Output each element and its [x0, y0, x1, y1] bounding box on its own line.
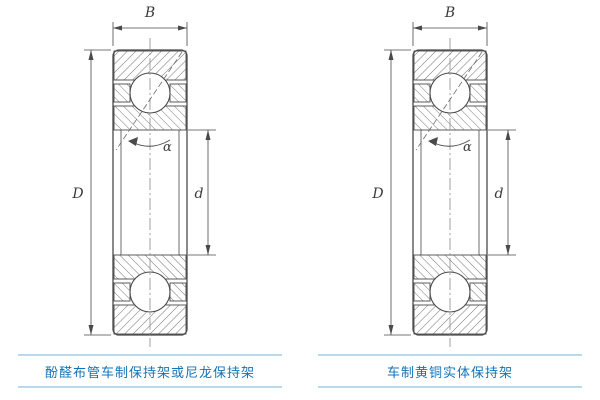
caption-rule-bottom: [318, 386, 582, 388]
contact-angle-label: α: [463, 140, 472, 155]
cage-section-top-left: [413, 83, 431, 103]
cage-section-top-left: [113, 83, 131, 103]
dimension-B: [412, 22, 488, 46]
bearing-diagram-left: α B D: [71, 5, 216, 347]
ball-bottom: [129, 271, 171, 313]
dimension-d: [488, 129, 516, 256]
bearing-cross-section: [112, 49, 188, 336]
dimension-d: [188, 129, 216, 256]
angle-arc-arrowhead: [428, 137, 438, 146]
contact-angle-group: α: [115, 51, 183, 155]
cage-section-bottom-right: [469, 282, 487, 302]
caption-rule-top: [18, 354, 282, 356]
ball-bottom: [429, 271, 471, 313]
contact-angle-line: [415, 51, 483, 151]
outer-diameter-label: D: [71, 186, 83, 202]
width-dimension-label: B: [444, 5, 455, 21]
dimension-B: [112, 22, 188, 46]
cage-section-bottom-left: [413, 282, 431, 302]
contact-angle-group: α: [415, 51, 483, 155]
dimension-D: [384, 49, 411, 336]
angle-arc-arrowhead: [128, 137, 138, 146]
caption-block-right: 车制黄铜实体保持架: [318, 354, 582, 388]
bearing-diagram-right: α B D: [371, 5, 516, 347]
bore-diameter-label: d: [195, 186, 204, 202]
contact-angle-label: α: [163, 140, 172, 155]
caption-text-left: 酚醛布管车制保持架或尼龙保持架: [44, 365, 255, 380]
width-dimension-label: B: [144, 5, 155, 21]
bearing-cross-section: [412, 49, 488, 336]
bore-diameter-label: d: [495, 186, 504, 202]
outer-diameter-label: D: [371, 186, 383, 202]
cage-section-bottom-left: [113, 282, 131, 302]
figure-left: α B D: [18, 5, 282, 388]
caption-block-left: 酚醛布管车制保持架或尼龙保持架: [18, 354, 282, 388]
caption-text-right: 车制黄铜实体保持架: [386, 365, 513, 380]
dimension-D: [84, 49, 111, 336]
contact-angle-line: [115, 51, 183, 151]
caption-rule-bottom: [18, 386, 282, 388]
figure-right: α B D: [300, 0, 600, 400]
cage-section-top-right: [469, 83, 487, 103]
cage-section-bottom-right: [169, 282, 187, 302]
cage-section-top-right: [169, 83, 187, 103]
caption-rule-top: [318, 354, 582, 356]
